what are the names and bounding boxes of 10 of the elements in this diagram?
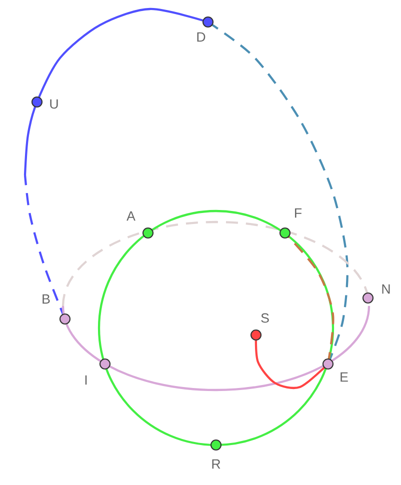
point-label: U — [50, 99, 58, 109]
point-label: S — [261, 313, 269, 323]
point-label: R — [212, 459, 220, 469]
point-label: I — [85, 375, 87, 385]
point-label: D — [197, 32, 206, 42]
point-label: F — [295, 208, 302, 218]
point-label: B — [42, 294, 50, 304]
point-label: E — [340, 372, 348, 382]
point-label: A — [126, 211, 136, 221]
point-label: N — [382, 284, 390, 294]
